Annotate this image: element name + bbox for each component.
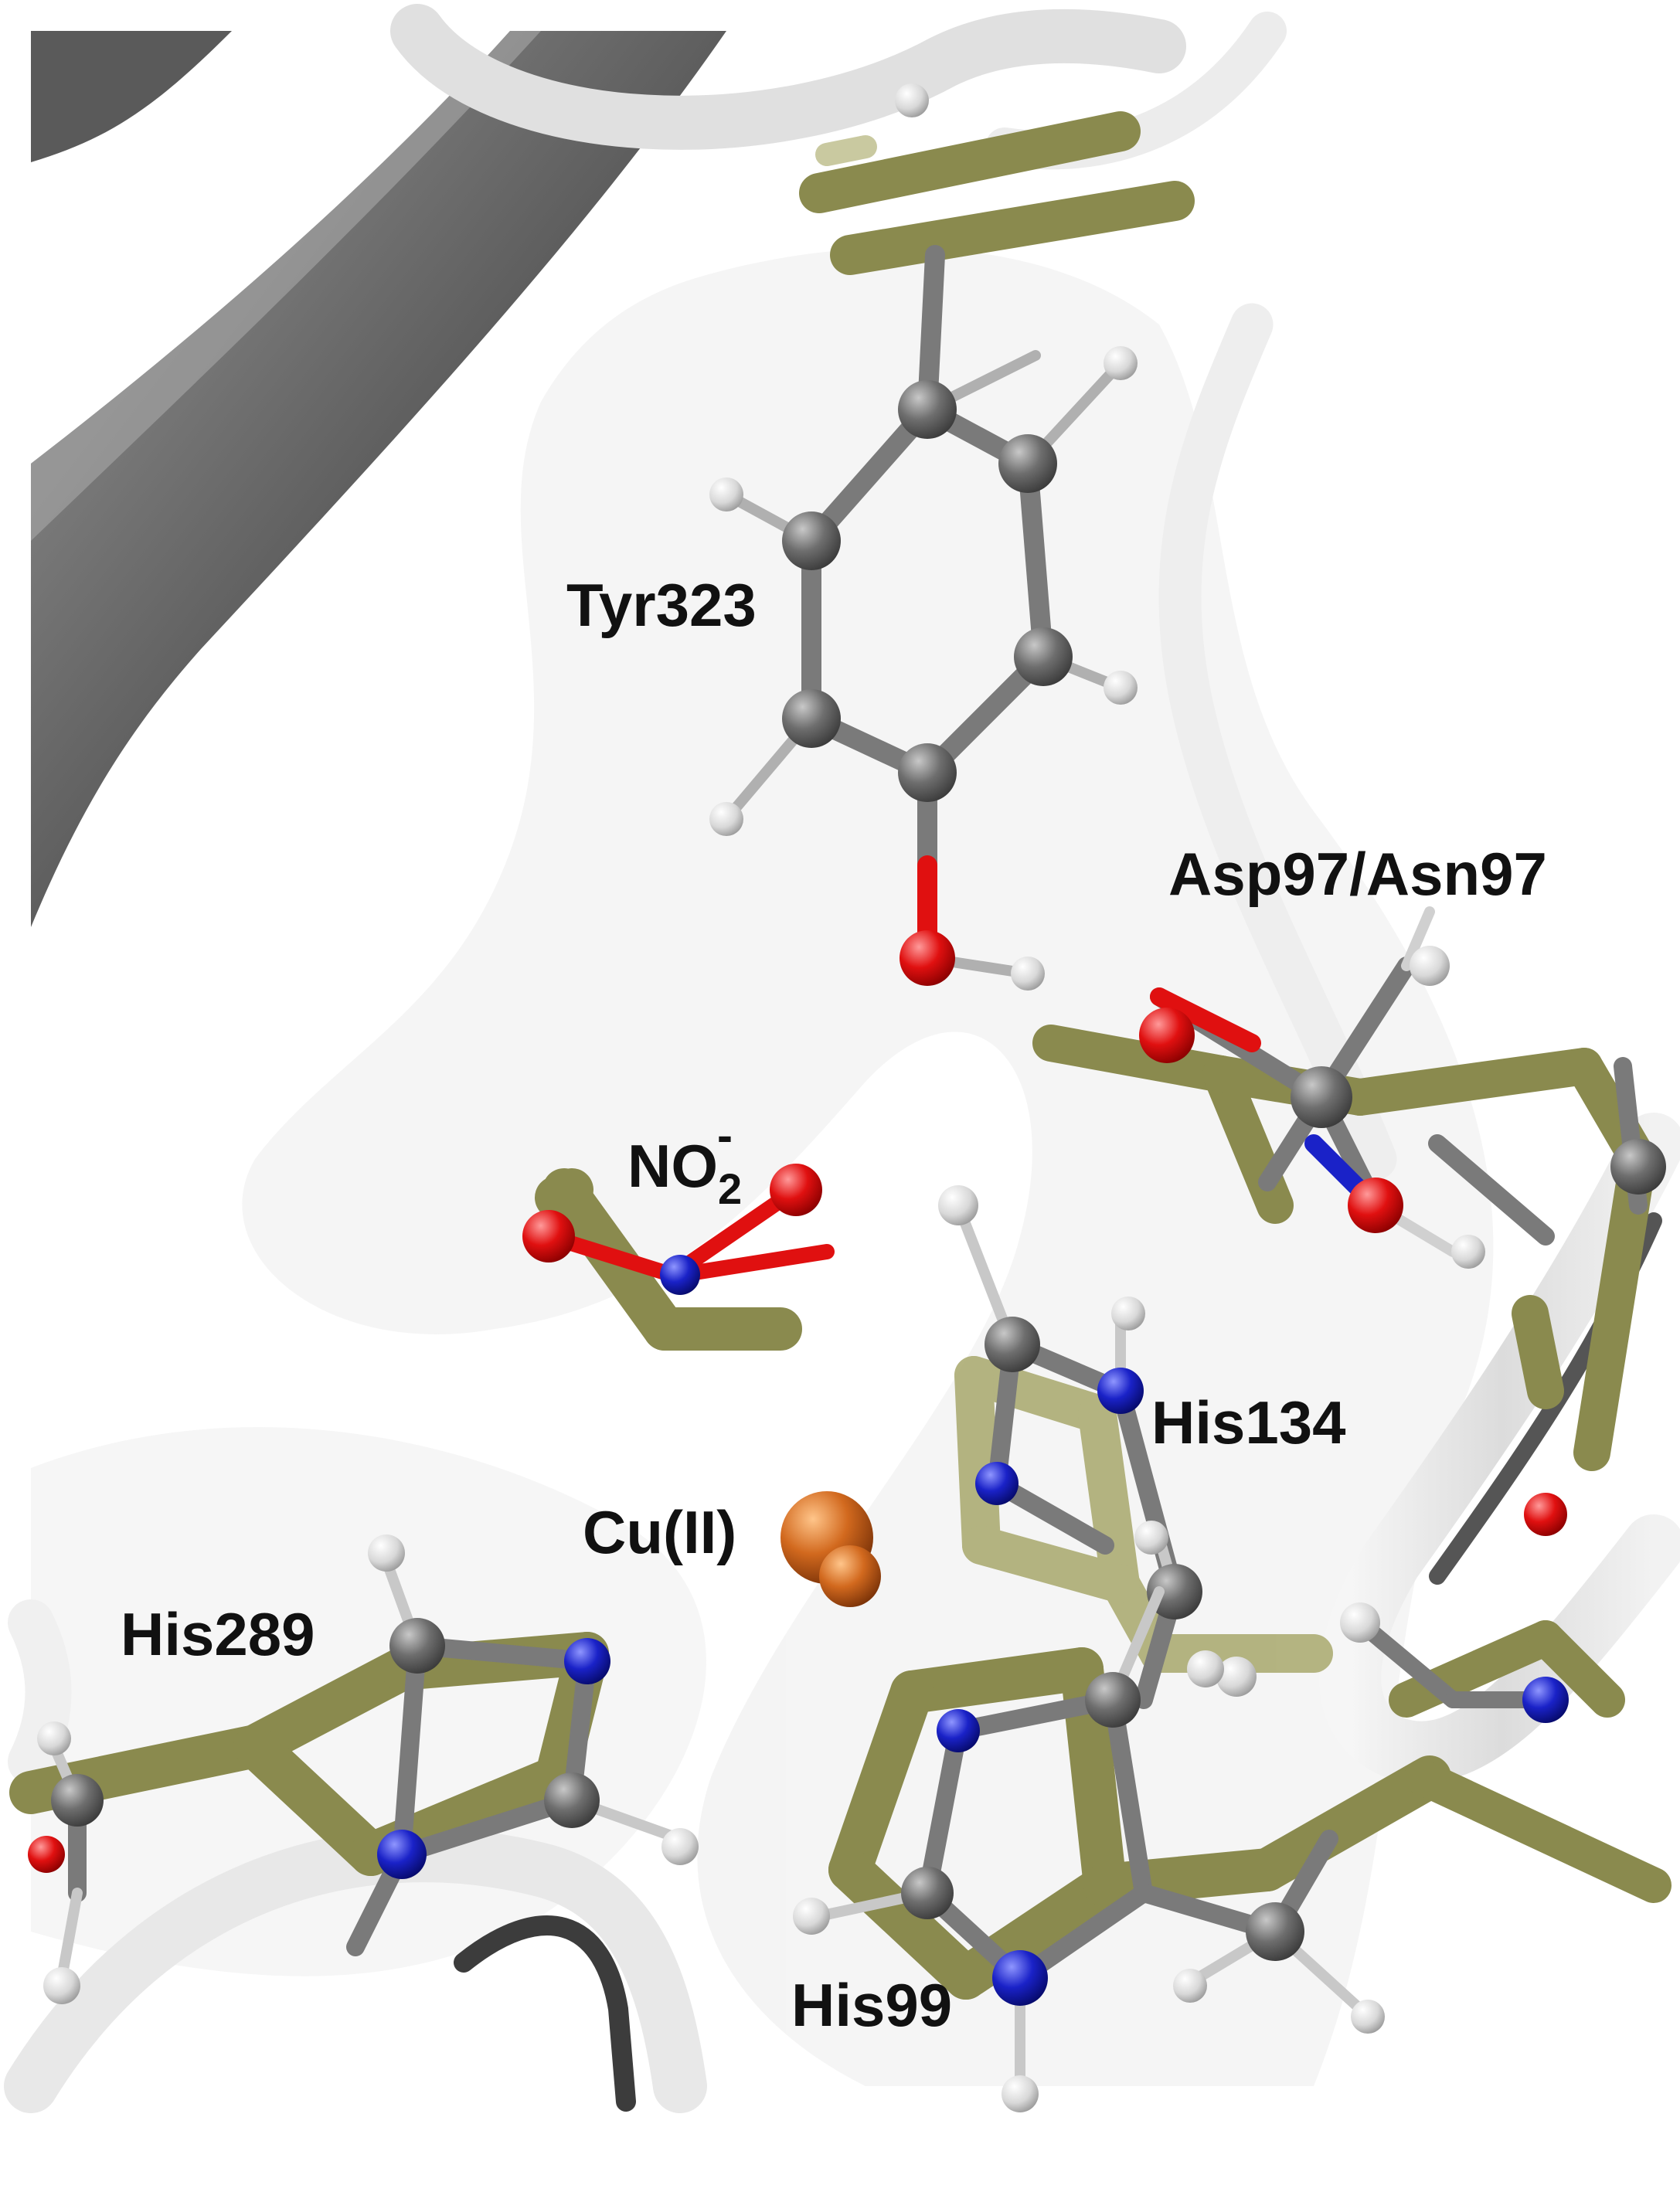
his134-residue bbox=[938, 1185, 1333, 1709]
label-nitrite-main: NO bbox=[627, 1132, 718, 1200]
right-his-residue bbox=[1187, 1602, 1671, 1903]
label-his99: His99 bbox=[791, 1971, 953, 2039]
his99-residue bbox=[793, 1586, 1451, 2112]
label-his134: His134 bbox=[1151, 1388, 1346, 1456]
protein-ribbon-dark bbox=[31, 31, 726, 927]
his289-residue bbox=[9, 1534, 699, 2004]
label-his289: His289 bbox=[121, 1600, 315, 1668]
label-nitrite-charge: - bbox=[717, 1110, 733, 1161]
label-nitrite: NO2- bbox=[627, 1113, 742, 1211]
label-nitrite-subscript: 2 bbox=[718, 1164, 743, 1213]
label-tyr323: Tyr323 bbox=[566, 571, 757, 639]
asp97-asn97-residue bbox=[1032, 906, 1666, 1536]
label-copper: Cu(II) bbox=[583, 1498, 737, 1566]
nitrite-ligand bbox=[522, 1164, 835, 1351]
label-asp97-asn97: Asp97/Asn97 bbox=[1168, 840, 1547, 908]
tyr323-residue bbox=[709, 83, 1195, 991]
copper-ion bbox=[780, 1491, 881, 1607]
